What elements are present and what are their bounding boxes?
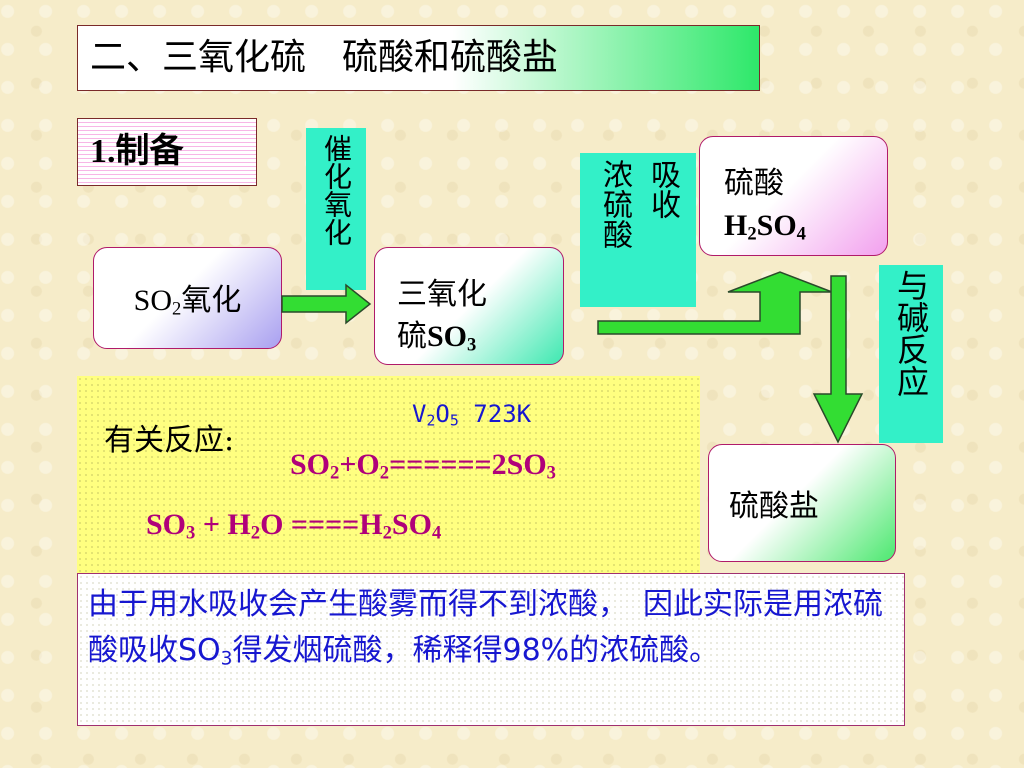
so2-suffix: 氧化 [181, 283, 242, 319]
eq2-c: O ====H [260, 508, 383, 541]
note-part1: 由于用水吸收会产生酸雾而得不到浓酸， 因此实际是用浓硫酸吸收SO [88, 587, 883, 668]
h2so4-formula: H2SO4 [724, 205, 887, 256]
section-heading: 1.制备 [77, 118, 257, 186]
reactions-box [77, 376, 700, 574]
so2-formula: SO [133, 284, 173, 318]
h2so4-sub2: 2 [747, 223, 757, 245]
conc-acid-absorb-col1: 吸收 [645, 159, 680, 219]
base-reaction-label: 与碱反应 [879, 265, 943, 443]
catalyst-temp: 723K [458, 400, 532, 428]
sulfate-node: 硫酸盐 [708, 444, 896, 562]
eq1-a: SO [290, 448, 331, 481]
equation-2: SO3 + H2O ====H2SO4 [146, 508, 441, 545]
arrow-so2-to-so3 [281, 283, 372, 325]
so3-sub: 3 [467, 334, 477, 356]
page-title: 二、三氧化硫 硫酸和硫酸盐 [77, 25, 760, 91]
sulfate-label: 硫酸盐 [729, 489, 819, 524]
h2so4-node: 硫酸 H2SO4 [699, 136, 888, 256]
reactions-label: 有关反应: [104, 423, 235, 458]
base-reaction-text: 与碱反应 [892, 269, 930, 397]
eq2-d-sub: 4 [431, 522, 442, 544]
conc-acid-absorb-label: 吸收 浓硫酸 [580, 153, 696, 307]
so3-node: 三氧化 硫SO3 [374, 247, 564, 365]
eq1-b: +O [339, 448, 380, 481]
eq2-a-sub: 3 [186, 522, 196, 544]
note-sub: 3 [220, 648, 233, 670]
so2-sub: 2 [172, 298, 182, 320]
h2so4-so: SO [756, 209, 797, 242]
note-part2: 得发烟硫酸，稀释得98%的浓硫酸。 [232, 633, 720, 668]
so3-line1: 三氧化 [397, 277, 487, 312]
arrow-so3-to-h2so4 [597, 271, 833, 335]
catalyst-oxidation-label: 催化氧化 [306, 128, 366, 290]
so2-node-label: SO2氧化 [134, 275, 242, 321]
eq2-b-sub: 2 [250, 522, 261, 544]
h2so4-h: H [724, 209, 748, 242]
so3-line2: 硫SO3 [397, 316, 563, 367]
arrow-h2so4-to-sulfate [812, 275, 864, 444]
so3-formula: SO [427, 320, 468, 353]
catalyst-v: V [412, 400, 427, 428]
eq2-c-sub: 2 [382, 522, 392, 544]
catalyst-o: O [435, 400, 450, 428]
h2so4-line1: 硫酸 [724, 166, 784, 201]
eq1-c-sub: 3 [546, 462, 556, 484]
eq2-b: + H [195, 508, 251, 541]
equation-1: SO2+O2======2SO3 [290, 448, 556, 485]
eq1-b-sub: 2 [379, 462, 390, 484]
h2so4-sub4: 4 [796, 223, 806, 245]
catalyst-condition: V2O5 723K [412, 400, 531, 430]
eq1-c: ======2SO [389, 448, 547, 481]
so2-node: SO2氧化 [93, 247, 282, 349]
catalyst-oxidation-text: 催化氧化 [320, 134, 353, 246]
so3-prefix: 硫 [397, 319, 427, 354]
catalyst-sub5: 5 [449, 411, 459, 430]
eq2-d: SO [391, 508, 432, 541]
catalyst-sub2: 2 [426, 411, 436, 430]
eq1-a-sub: 2 [330, 462, 340, 484]
note-box: 由于用水吸收会产生酸雾而得不到浓酸， 因此实际是用浓硫酸吸收SO3得发烟硫酸，稀… [77, 573, 905, 726]
eq2-a: SO [146, 508, 187, 541]
conc-acid-absorb-col2: 浓硫酸 [597, 159, 632, 249]
